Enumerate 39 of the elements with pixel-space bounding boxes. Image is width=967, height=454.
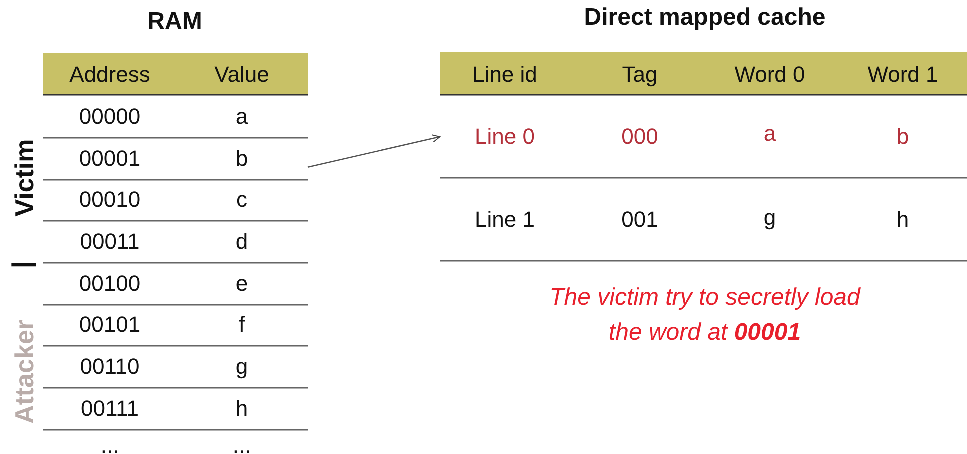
table-cell-text: 00000 — [79, 104, 141, 130]
table-cell-text: ... — [100, 434, 120, 454]
table-cell-text: h — [896, 208, 910, 232]
table-title: Direct mapped cache — [584, 4, 826, 32]
table-cell-text: h — [236, 396, 248, 422]
table-cell-text: d — [236, 230, 248, 254]
table-cell-text: g — [236, 354, 248, 380]
table-cell-text: b — [896, 124, 910, 150]
separator-mark: | — [8, 261, 36, 269]
column-header: Address — [70, 62, 150, 88]
table-cell-text: Line 0 — [475, 124, 535, 150]
table-cell-text: 000 — [622, 124, 658, 150]
side-label: Attacker — [10, 320, 40, 424]
table-cell-text: e — [236, 272, 248, 296]
table-cell-text: g — [764, 206, 776, 230]
table-cell-text: 00010 — [79, 188, 141, 212]
note-text: The victim try to secretly load the word at 00001 — [548, 283, 862, 348]
table-cell-text: 001 — [622, 208, 658, 232]
table-cell-text: a — [764, 122, 776, 146]
column-header: Value — [214, 62, 270, 88]
table-cell-text: 00111 — [81, 396, 139, 422]
table-cell-text: 00011 — [80, 230, 140, 254]
side-label: Victim — [10, 139, 40, 217]
table-cell-text: Line 1 — [475, 208, 535, 232]
table-cell-text: 00110 — [80, 354, 140, 380]
table-cell-text: 00001 — [79, 146, 141, 172]
table-cell-text: b — [236, 146, 248, 172]
table-cell-text: c — [236, 188, 248, 212]
column-header: Word 1 — [868, 62, 938, 88]
table-cell-text: f — [238, 312, 246, 338]
table-cell-text: 00101 — [79, 312, 141, 338]
table-cell-text: ... — [232, 434, 252, 454]
column-header: Line id — [472, 62, 538, 88]
column-header: Tag — [622, 62, 658, 88]
table-cell-text: a — [236, 104, 248, 130]
table-cell-text: 00100 — [79, 272, 141, 296]
table-title: RAM — [148, 8, 202, 36]
arrow — [308, 134, 441, 168]
column-header: Word 0 — [734, 62, 806, 88]
